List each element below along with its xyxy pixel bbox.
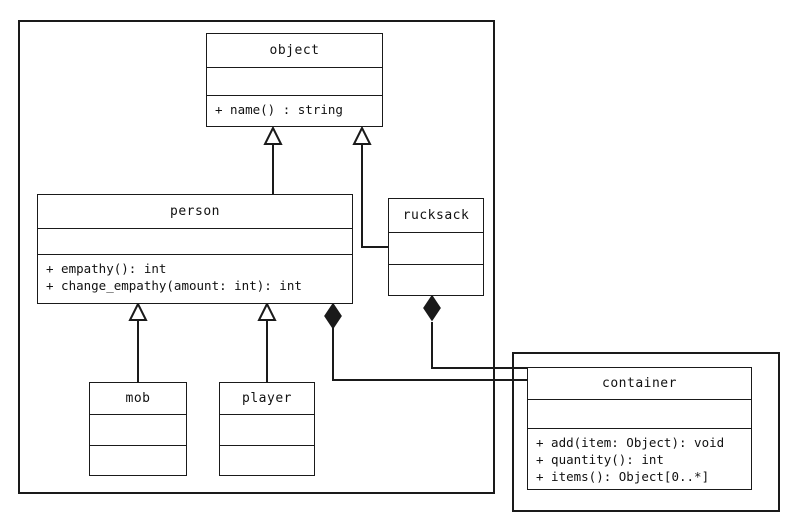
class-name-container: container	[528, 368, 751, 401]
class-attributes-object	[207, 68, 382, 96]
operation-item: + add(item: Object): void	[536, 435, 725, 450]
class-name-mob: mob	[90, 383, 186, 415]
class-name-person: person	[38, 195, 352, 229]
operation-item: + quantity(): int	[536, 452, 664, 467]
container-package-frame	[512, 352, 780, 512]
class-operations-player	[220, 446, 314, 455]
class-name-object: object	[207, 34, 382, 68]
class-attributes-container	[528, 400, 751, 429]
class-operations-object: + name() : string	[207, 96, 382, 122]
class-box-person[interactable]: person + empathy(): int + change_empathy…	[37, 194, 353, 304]
class-box-container[interactable]: container + add(item: Object): void + qu…	[527, 367, 752, 490]
class-attributes-rucksack	[389, 233, 483, 265]
class-operations-mob	[90, 446, 186, 455]
class-attributes-mob	[90, 415, 186, 446]
class-operations-container: + add(item: Object): void + quantity(): …	[528, 429, 751, 489]
operation-item: + empathy(): int	[46, 261, 167, 276]
main-package-frame	[18, 20, 495, 494]
class-box-rucksack[interactable]: rucksack	[388, 198, 484, 296]
class-operations-rucksack	[389, 265, 483, 274]
operation-item: + change_empathy(amount: int): int	[46, 278, 302, 293]
class-box-mob[interactable]: mob	[89, 382, 187, 476]
class-attributes-person	[38, 229, 352, 255]
class-name-player: player	[220, 383, 314, 415]
class-operations-person: + empathy(): int + change_empathy(amount…	[38, 255, 352, 298]
class-box-object[interactable]: object + name() : string	[206, 33, 383, 127]
operation-item: + name() : string	[215, 102, 343, 117]
operation-item: + items(): Object[0..*]	[536, 469, 710, 484]
class-attributes-player	[220, 415, 314, 446]
class-box-player[interactable]: player	[219, 382, 315, 476]
class-name-rucksack: rucksack	[389, 199, 483, 233]
